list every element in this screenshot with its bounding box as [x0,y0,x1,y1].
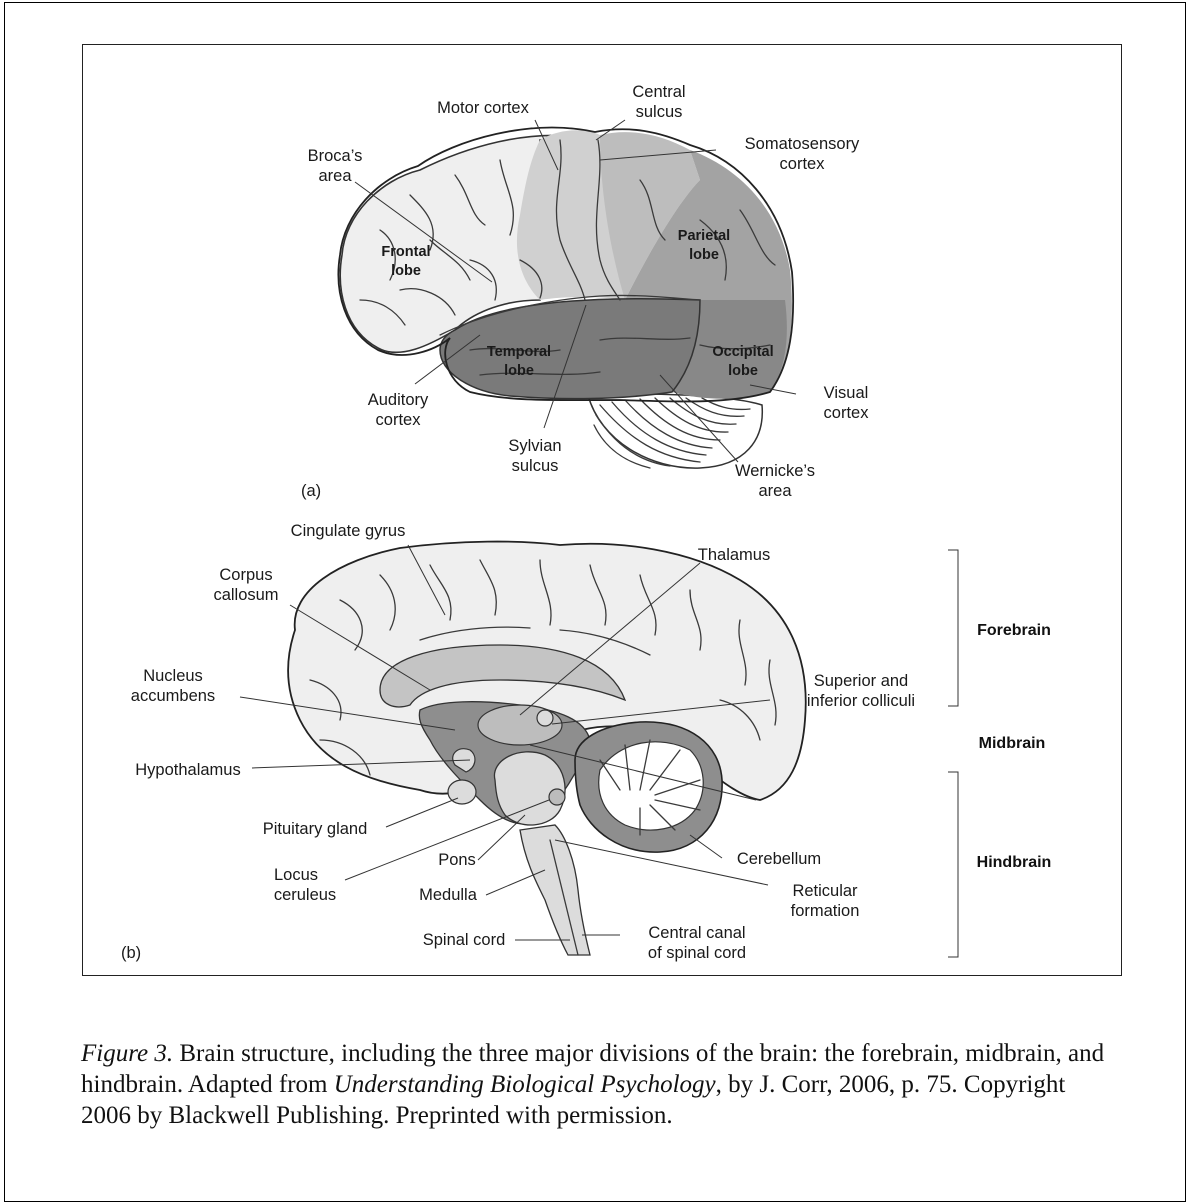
caption-figure-label: Figure 3. [81,1040,173,1067]
label-visual-2: cortex [824,404,870,422]
label-colliculi-2: inferior colliculi [807,692,915,710]
label-broca-2: area [318,167,352,185]
label-cingulate-gyrus: Cingulate gyrus [291,522,406,540]
label-hindbrain: Hindbrain [977,854,1052,871]
label-sylvian-1: Sylvian [508,437,561,455]
label-parietal-1: Parietal [678,228,730,244]
label-broca-1: Broca’s [308,147,363,165]
label-midbrain: Midbrain [979,735,1046,752]
label-locus-1: Locus [274,866,318,884]
label-frontal-2: lobe [391,263,421,279]
label-parietal-2: lobe [689,247,719,263]
label-nucleus-2: accumbens [131,687,215,705]
label-central-sulcus-1: Central [632,83,685,101]
hindbrain-bracket [948,772,958,957]
label-wernicke-1: Wernicke’s [735,462,815,480]
label-visual-1: Visual [824,384,869,402]
label-sylvian-2: sulcus [512,457,559,475]
label-auditory-1: Auditory [368,391,429,409]
label-occipital-2: lobe [728,363,758,379]
forebrain-bracket [948,550,958,706]
label-spinal-cord: Spinal cord [423,931,506,949]
label-temporal-2: lobe [504,363,534,379]
label-motor-cortex: Motor cortex [437,99,529,117]
label-auditory-2: cortex [376,411,422,429]
locus-ceruleus [549,789,565,805]
label-somatosensory-2: cortex [780,155,826,173]
figure-caption: Figure 3. Brain structure, including the… [81,1038,1121,1131]
label-hypothalamus: Hypothalamus [135,761,240,779]
panel-a-tag: (a) [301,482,321,500]
division-brackets: Forebrain Midbrain Hindbrain [948,550,1051,957]
label-somatosensory-1: Somatosensory [745,135,860,153]
label-locus-2: ceruleus [274,886,336,904]
label-thalamus: Thalamus [698,546,770,564]
label-reticular-2: formation [791,902,860,920]
panel-b-brain [288,542,806,955]
medulla-spinal-cord [520,825,590,955]
label-nucleus-1: Nucleus [143,667,203,685]
label-occipital-1: Occipital [712,344,773,360]
brain-figure: Motor cortex Central sulcus Broca’s area… [0,0,1194,1010]
label-frontal-1: Frontal [381,244,430,260]
label-cerebellum: Cerebellum [737,850,821,868]
label-medulla: Medulla [419,886,478,904]
panel-b-tag: (b) [121,944,141,962]
cerebellum-arbor [599,742,703,830]
label-central-sulcus-2: sulcus [636,103,683,121]
label-pituitary-gland: Pituitary gland [263,820,368,838]
label-pons: Pons [438,851,476,869]
label-forebrain: Forebrain [977,622,1051,639]
label-corpus-2: callosum [213,586,278,604]
colliculi [537,710,553,726]
label-colliculi-1: Superior and [814,672,908,690]
caption-book-title: Understanding Biological Psychology [334,1071,716,1098]
label-temporal-1: Temporal [487,344,551,360]
label-canal-1: Central canal [648,924,745,942]
label-reticular-1: Reticular [792,882,858,900]
label-corpus-1: Corpus [219,566,272,584]
pons [494,752,565,825]
label-canal-2: of spinal cord [648,944,746,962]
label-wernicke-2: area [758,482,792,500]
